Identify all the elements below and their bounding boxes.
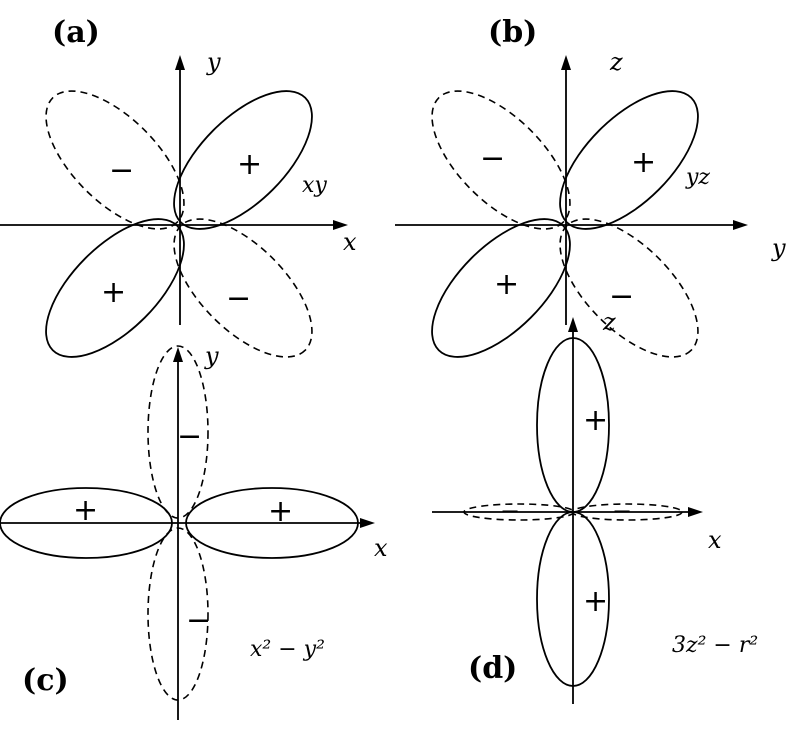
- panel-a-sign-upper-left: −: [109, 153, 134, 188]
- panel-c-x-arrow: [360, 518, 375, 528]
- panel-c-x-label: x: [374, 534, 388, 562]
- panel-d-torus-left: [463, 503, 575, 521]
- panel-c-lobe-right: [185, 487, 359, 559]
- panel-a: (a) x y + + − − xy: [0, 15, 357, 358]
- panel-b-x-arrow: [733, 220, 748, 230]
- panel-d-sign-bottom: +: [583, 584, 608, 619]
- panel-b-sign-upper-right: +: [631, 145, 656, 180]
- panel-d-label: (d): [468, 651, 517, 686]
- panel-d-y-arrow: [568, 317, 578, 332]
- panel-a-x-arrow: [333, 220, 348, 230]
- panel-d-sign-torus-right: −: [612, 497, 632, 525]
- panel-a-sign-lower-right: −: [226, 281, 251, 316]
- panel-b-y-label: z: [609, 48, 623, 76]
- panel-a-lobe-upper-left: [45, 90, 185, 230]
- panel-c: (c) x y + + − − x² − y²: [0, 342, 388, 720]
- panel-b-orbital-label: yz: [685, 165, 710, 190]
- panel-b-label: (b): [488, 15, 537, 50]
- panel-d-orbital-label: 3z² − r²: [672, 633, 758, 658]
- panel-b-y-arrow: [561, 55, 571, 70]
- panel-d-x-arrow: [688, 507, 703, 517]
- panel-d-sign-top: +: [583, 403, 608, 438]
- panel-a-sign-upper-right: +: [237, 147, 262, 182]
- panel-a-label: (a): [52, 15, 100, 50]
- panel-b-sign-lower-right: −: [609, 279, 634, 314]
- panel-c-sign-bottom: −: [186, 603, 211, 638]
- panel-a-lobe-lower-left: [45, 218, 185, 358]
- panel-b-sign-upper-left: −: [480, 141, 505, 176]
- panel-d-sign-torus-left: −: [500, 497, 520, 525]
- panel-b-lobe-lower-left: [431, 218, 571, 358]
- panel-d-y-label: z: [602, 308, 616, 336]
- panel-c-lobe-top: [147, 345, 209, 519]
- panel-b-sign-lower-left: +: [494, 267, 519, 302]
- panel-b: (b) y z + + − − yz: [395, 15, 786, 358]
- panel-b-lobe-upper-right: [559, 90, 699, 230]
- panel-c-lobe-left: [0, 487, 173, 559]
- panel-a-y-arrow: [175, 55, 185, 70]
- panel-d: (d) x z + + − − 3z² − r²: [432, 308, 758, 704]
- panel-d-lobe-bottom: [536, 511, 610, 687]
- panel-a-x-label: x: [343, 228, 357, 256]
- panel-c-y-arrow: [173, 347, 183, 362]
- panel-c-sign-left: +: [73, 493, 98, 528]
- panel-a-sign-lower-left: +: [101, 275, 126, 310]
- panel-a-lobe-lower-right: [173, 218, 313, 358]
- panel-d-x-label: x: [708, 526, 722, 554]
- panel-c-label: (c): [22, 663, 69, 698]
- panel-c-sign-top: −: [177, 419, 202, 454]
- panel-c-sign-right: +: [268, 494, 293, 529]
- panel-a-y-label: y: [206, 48, 221, 76]
- panel-a-lobe-upper-right: [173, 90, 313, 230]
- panel-b-lobe-lower-right: [559, 218, 699, 358]
- panel-d-torus-right: [571, 503, 683, 521]
- panel-b-x-label: y: [771, 234, 786, 262]
- panel-c-lobe-bottom: [147, 527, 209, 701]
- panel-a-orbital-label: xy: [302, 173, 327, 198]
- panel-b-lobe-upper-left: [431, 90, 571, 230]
- panel-c-y-label: y: [204, 342, 219, 370]
- panel-c-orbital-label: x² − y²: [250, 637, 325, 662]
